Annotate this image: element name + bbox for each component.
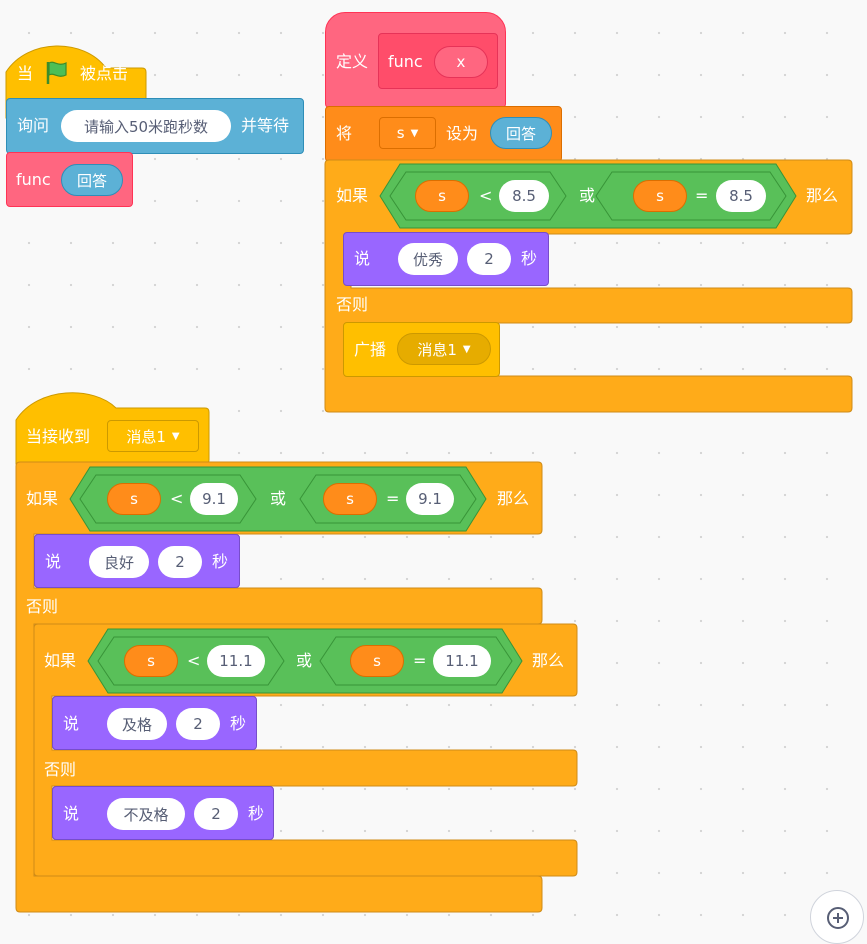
else-label: 否则 — [26, 597, 59, 616]
threshold-input[interactable]: 9.1 — [190, 483, 238, 515]
variable-dropdown[interactable]: s ▼ — [379, 117, 436, 149]
variable-s-reporter[interactable]: s — [633, 180, 687, 212]
answer-reporter[interactable]: 回答 — [61, 164, 123, 196]
receive-label: 当接收到 — [26, 427, 91, 446]
ask-label: 询问 — [17, 116, 50, 135]
broadcast-label: 广播 — [354, 340, 387, 359]
chevron-down-icon: ▼ — [410, 127, 419, 139]
threshold-input[interactable]: 9.1 — [406, 483, 454, 515]
say-for-secs-block[interactable] — [34, 534, 240, 588]
chevron-down-icon: ▼ — [171, 430, 180, 442]
call-func-label: func — [16, 170, 51, 189]
say-label: 说 — [63, 804, 80, 823]
message-name: 消息1 — [126, 427, 166, 446]
equals-op: = — [386, 489, 400, 508]
equals-op: = — [695, 186, 709, 205]
ask-suffix: 并等待 — [241, 116, 290, 135]
variable-s-reporter[interactable]: s — [323, 483, 377, 515]
variable-s-reporter[interactable]: s — [107, 483, 161, 515]
threshold-input[interactable]: 11.1 — [207, 645, 265, 677]
seconds-unit: 秒 — [248, 804, 265, 823]
seconds-unit: 秒 — [212, 552, 229, 571]
variable-name: s — [396, 124, 405, 142]
say-message-input[interactable]: 优秀 — [398, 243, 458, 275]
variable-s-reporter[interactable]: s — [350, 645, 404, 677]
say-label: 说 — [45, 552, 62, 571]
say-message-input[interactable]: 不及格 — [107, 798, 185, 830]
threshold-input[interactable]: 8.5 — [499, 180, 549, 212]
say-message-input[interactable]: 良好 — [89, 546, 149, 578]
variable-s-reporter[interactable]: s — [415, 180, 469, 212]
seconds-unit: 秒 — [521, 249, 538, 268]
or-label: 或 — [579, 186, 596, 205]
zoom-in-icon — [827, 907, 849, 929]
set-mid: 设为 — [446, 124, 479, 143]
say-seconds-input[interactable]: 2 — [467, 243, 511, 275]
seconds-unit: 秒 — [230, 714, 247, 733]
else-label: 否则 — [44, 760, 77, 779]
equals-op: = — [413, 651, 427, 670]
else-label: 否则 — [336, 295, 369, 314]
say-message-input[interactable]: 及格 — [107, 708, 167, 740]
param-x-reporter[interactable]: x — [434, 46, 488, 78]
hat-prefix: 当 — [17, 64, 34, 83]
if-label: 如果 — [44, 651, 77, 670]
ask-question-input[interactable]: 请输入50米跑秒数 — [61, 110, 231, 142]
answer-reporter[interactable]: 回答 — [490, 117, 552, 149]
message-dropdown[interactable]: 消息1 ▼ — [397, 333, 491, 365]
func-name: func — [388, 52, 423, 71]
or-label: 或 — [270, 489, 287, 508]
less-than-op: < — [170, 489, 184, 508]
zoom-in-button[interactable] — [810, 890, 864, 944]
green-flag-icon — [46, 61, 67, 84]
chevron-down-icon: ▼ — [462, 343, 471, 355]
message-dropdown[interactable]: 消息1 ▼ — [107, 420, 199, 452]
threshold-input[interactable]: 11.1 — [433, 645, 491, 677]
say-seconds-input[interactable]: 2 — [194, 798, 238, 830]
less-than-op: < — [479, 186, 493, 205]
define-label: 定义 — [336, 52, 369, 71]
less-than-op: < — [187, 651, 201, 670]
then-label: 那么 — [497, 489, 530, 508]
say-seconds-input[interactable]: 2 — [158, 546, 202, 578]
message-name: 消息1 — [417, 340, 457, 359]
if-label: 如果 — [336, 186, 369, 205]
say-label: 说 — [63, 714, 80, 733]
set-prefix: 将 — [336, 124, 353, 143]
then-label: 那么 — [806, 186, 839, 205]
say-label: 说 — [354, 249, 371, 268]
or-label: 或 — [296, 651, 313, 670]
variable-s-reporter[interactable]: s — [124, 645, 178, 677]
threshold-input[interactable]: 8.5 — [716, 180, 766, 212]
if-label: 如果 — [26, 489, 59, 508]
then-label: 那么 — [532, 651, 565, 670]
say-seconds-input[interactable]: 2 — [176, 708, 220, 740]
hat-suffix: 被点击 — [80, 64, 129, 83]
